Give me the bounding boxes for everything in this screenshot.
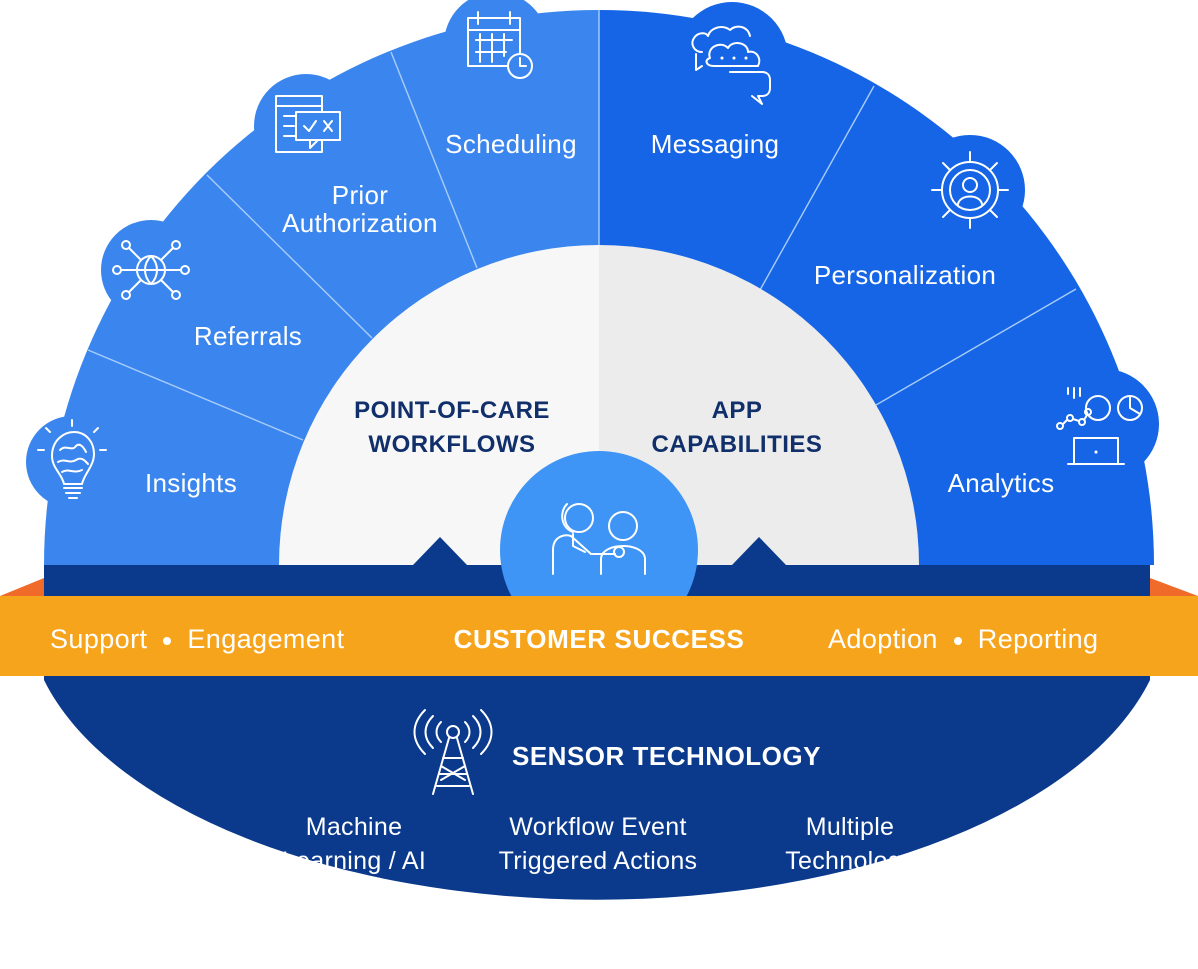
antenna-tower-icon [413, 709, 493, 795]
band-engagement: Engagement [187, 624, 345, 654]
base-item-ml-line2: Learning / AI [281, 847, 427, 875]
calendar-clock-icon [467, 11, 533, 79]
clinician-patient-icon [552, 503, 646, 575]
analytics-icon-bubble [1049, 369, 1159, 479]
capabilities-header-line1: APP [711, 397, 763, 424]
segment-label-insights: Insights [144, 468, 237, 498]
band-right-group: Adoption Reporting [828, 622, 1098, 656]
segment-label-analytics: Analytics [947, 468, 1055, 498]
bullet-dot [163, 636, 172, 645]
workflows-header: POINT-OF-CARE WORKFLOWS [330, 394, 574, 462]
band-left-group: Support Engagement [50, 622, 345, 656]
document-checkbox-icon [275, 95, 341, 153]
base-item-workflow-line2: Triggered Actions [498, 847, 698, 875]
base-item-ml-line1: Machine [305, 813, 403, 841]
chat-cloud-icon [691, 25, 771, 105]
segment-label-prior-line1: Prior [331, 180, 389, 210]
base-item-multiple-line3: Capabilities [783, 881, 917, 909]
segment-label-scheduling: Scheduling [445, 129, 577, 159]
base-item-multiple-tech: Multiple Technology Capabilities [750, 810, 950, 912]
segment-label-referrals: Referrals [193, 321, 303, 351]
segment-label-prior-line2: Authorization [282, 208, 438, 238]
workflows-header-line2: WORKFLOWS [368, 431, 536, 458]
band-support: Support [50, 624, 148, 654]
band-adoption: Adoption [828, 624, 938, 654]
band-reporting: Reporting [977, 624, 1099, 654]
segment-dividers [87, 10, 1077, 441]
left-pointer [413, 537, 467, 565]
bullet-dot [953, 636, 962, 645]
brain-lightbulb-icon [37, 419, 107, 499]
capabilities-header-line2: CAPABILITIES [651, 431, 823, 458]
base-item-workflow-event: Workflow Event Triggered Actions [478, 810, 718, 878]
band-customer-success: CUSTOMER SUCCESS [453, 624, 745, 654]
workflows-header-line1: POINT-OF-CARE [354, 397, 550, 424]
right-pointer [732, 537, 786, 565]
segment-label-personalization: Personalization [813, 260, 997, 290]
inner-right-half [599, 245, 919, 565]
band-edge-left [0, 578, 44, 596]
base-item-multiple-line2: Technology [785, 847, 915, 875]
customer-success-band [0, 596, 1198, 676]
gear-person-icon [931, 151, 1009, 229]
analytics-laptop-icon [1056, 387, 1143, 465]
sensor-technology-title: SENSOR TECHNOLOGY [512, 741, 821, 771]
network-globe-icon [112, 240, 190, 300]
base-item-multiple-line1: Multiple [805, 813, 895, 841]
capabilities-header: APP CAPABILITIES [624, 394, 850, 462]
messaging-icon-bubble [676, 2, 788, 114]
inner-left-half [279, 245, 599, 565]
base-item-workflow-line1: Workflow Event [509, 813, 687, 841]
segment-label-prior-authorization: Prior Authorization [260, 181, 460, 237]
segment-label-messaging: Messaging [650, 129, 780, 159]
band-edge-right [1150, 578, 1198, 596]
base-item-ml: Machine Learning / AI [254, 810, 454, 878]
